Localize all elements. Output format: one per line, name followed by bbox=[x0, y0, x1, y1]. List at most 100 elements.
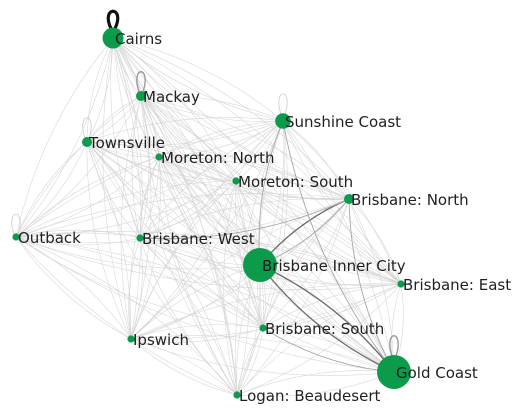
node-moreton_south[interactable] bbox=[232, 177, 240, 185]
edge-brisbane_north-to-sunshine_coast bbox=[282, 120, 350, 200]
edge-brisbane_east-to-logan_beaudesert bbox=[236, 283, 402, 396]
edge-ipswich-to-gold_coast bbox=[130, 338, 395, 376]
edge-mackay-to-moreton_south bbox=[140, 95, 237, 182]
edge-mackay-to-brisbane_south bbox=[140, 95, 264, 329]
edges-layer bbox=[15, 37, 404, 397]
strong-edge-brisbane_west-to-brisbane_north bbox=[139, 198, 350, 240]
edge-ipswich-to-brisbane_east bbox=[130, 283, 402, 340]
node-label-brisbane_west: Brisbane: West bbox=[142, 230, 255, 248]
edge-cairns-to-brisbane_north bbox=[112, 37, 350, 200]
node-brisbane_east[interactable] bbox=[397, 280, 405, 288]
edge-townsville-to-mackay bbox=[86, 95, 142, 143]
self-loop-mackay bbox=[136, 71, 146, 93]
edge-brisbane_east-to-brisbane_south bbox=[262, 283, 402, 329]
edge-outback-to-ipswich bbox=[15, 236, 132, 340]
self-loop-townsville bbox=[82, 117, 92, 139]
edge-brisbane_west-to-brisbane_south bbox=[139, 237, 264, 329]
edge-moreton_north-to-brisbane_south bbox=[158, 156, 264, 329]
edge-moreton_north-to-ipswich bbox=[129, 156, 160, 340]
edge-brisbane_west-to-townsville bbox=[86, 141, 141, 239]
edge-mackay-to-gold_coast bbox=[140, 95, 395, 373]
edge-brisbane_inner_city-to-mackay bbox=[140, 95, 261, 266]
self-loop-cairns bbox=[106, 9, 120, 30]
edge-gold_coast-to-moreton_south bbox=[235, 180, 395, 373]
edge-outback-to-cairns bbox=[15, 37, 114, 238]
edge-logan_beaudesert-to-moreton_south bbox=[235, 180, 250, 396]
edge-brisbane_south-to-sunshine_coast bbox=[262, 120, 288, 329]
edge-ipswich-to-moreton_south bbox=[130, 180, 237, 340]
edge-brisbane_north-to-cairns bbox=[112, 37, 350, 200]
node-brisbane_north[interactable] bbox=[344, 194, 354, 204]
edge-cairns-to-outback bbox=[15, 37, 114, 238]
edge-brisbane_west-to-moreton_north bbox=[139, 156, 160, 239]
edge-townsville-to-brisbane_south bbox=[86, 141, 264, 329]
nodes-layer bbox=[12, 27, 411, 399]
edge-sunshine_coast-to-moreton_north bbox=[158, 120, 284, 158]
edge-gold_coast-to-cairns bbox=[112, 37, 395, 373]
node-label-moreton_north: Moreton: North bbox=[161, 149, 275, 167]
edge-townsville-to-gold_coast bbox=[86, 141, 395, 373]
edge-brisbane_west-to-mackay bbox=[139, 95, 150, 239]
node-label-brisbane_east: Brisbane: East bbox=[403, 276, 511, 294]
node-brisbane_south[interactable] bbox=[259, 324, 267, 332]
edge-logan_beaudesert-to-brisbane_north bbox=[236, 198, 350, 396]
node-cairns[interactable] bbox=[102, 27, 124, 49]
edge-sunshine_coast-to-townsville bbox=[86, 117, 284, 143]
edge-ipswich-to-brisbane_south bbox=[130, 327, 264, 343]
edge-brisbane_west-to-cairns bbox=[112, 37, 143, 239]
edge-outback-to-brisbane_west bbox=[15, 236, 141, 246]
edge-sunshine_coast-to-logan_beaudesert bbox=[235, 120, 284, 396]
self-loop-sunshine_coast bbox=[278, 93, 288, 115]
edge-moreton_north-to-brisbane_west bbox=[139, 156, 160, 239]
node-brisbane_inner_city[interactable] bbox=[243, 248, 277, 282]
edge-brisbane_east-to-moreton_north bbox=[158, 156, 402, 285]
node-label-brisbane_inner_city: Brisbane Inner City bbox=[262, 257, 406, 275]
edge-brisbane_south-to-brisbane_east bbox=[262, 283, 402, 329]
edge-moreton_south-to-outback bbox=[15, 180, 237, 238]
edge-brisbane_north-to-ipswich bbox=[130, 198, 350, 340]
edge-brisbane_north-to-brisbane_west bbox=[139, 198, 350, 239]
edge-logan_beaudesert-to-brisbane_south bbox=[236, 327, 264, 396]
edge-gold_coast-to-sunshine_coast bbox=[282, 120, 395, 373]
self-loop-outback bbox=[11, 213, 21, 235]
edge-brisbane_south-to-mackay bbox=[140, 95, 264, 329]
node-moreton_north[interactable] bbox=[155, 153, 163, 161]
edge-outback-to-mackay bbox=[15, 95, 142, 238]
edge-brisbane_east-to-brisbane_north bbox=[348, 198, 402, 285]
node-sunshine_coast[interactable] bbox=[275, 113, 291, 129]
edge-mackay-to-outback bbox=[15, 95, 142, 238]
node-outback[interactable] bbox=[12, 233, 20, 241]
edge-brisbane_north-to-moreton_north bbox=[158, 156, 350, 200]
edge-ipswich-to-brisbane_west bbox=[130, 237, 143, 340]
node-brisbane_west[interactable] bbox=[136, 234, 144, 242]
node-townsville[interactable] bbox=[82, 137, 92, 147]
edge-moreton_south-to-brisbane_north bbox=[235, 180, 350, 201]
edge-gold_coast-to-ipswich bbox=[130, 335, 395, 373]
node-label-brisbane_north: Brisbane: North bbox=[351, 191, 469, 209]
edge-moreton_south-to-moreton_north bbox=[158, 156, 237, 182]
edge-brisbane_west-to-gold_coast bbox=[139, 237, 395, 373]
edge-brisbane_west-to-ipswich bbox=[128, 237, 141, 340]
edge-sunshine_coast-to-brisbane_east bbox=[282, 120, 402, 285]
edge-logan_beaudesert-to-townsville bbox=[86, 141, 238, 396]
edge-ipswich-to-outback bbox=[15, 236, 132, 340]
node-gold_coast[interactable] bbox=[377, 355, 411, 389]
edge-ipswich-to-sunshine_coast bbox=[130, 120, 284, 340]
edge-townsville-to-brisbane_east bbox=[86, 141, 402, 285]
node-label-sunshine_coast: Sunshine Coast bbox=[285, 113, 401, 131]
edge-brisbane_south-to-townsville bbox=[86, 141, 264, 329]
edge-brisbane_inner_city-to-cairns bbox=[112, 37, 261, 266]
node-label-moreton_south: Moreton: South bbox=[238, 173, 353, 191]
node-ipswich[interactable] bbox=[127, 335, 135, 343]
node-mackay[interactable] bbox=[136, 91, 146, 101]
edge-mackay-to-brisbane_east bbox=[140, 95, 402, 285]
edge-logan_beaudesert-to-brisbane_west bbox=[139, 237, 238, 396]
edge-gold_coast-to-logan_beaudesert bbox=[236, 370, 395, 396]
edge-ipswich-to-moreton_north bbox=[130, 156, 161, 340]
edge-townsville-to-cairns bbox=[86, 37, 114, 143]
node-logan_beaudesert[interactable] bbox=[233, 391, 241, 399]
edge-logan_beaudesert-to-gold_coast bbox=[236, 371, 395, 397]
edge-brisbane_west-to-sunshine_coast bbox=[139, 120, 284, 239]
edge-sunshine_coast-to-ipswich bbox=[130, 120, 284, 340]
